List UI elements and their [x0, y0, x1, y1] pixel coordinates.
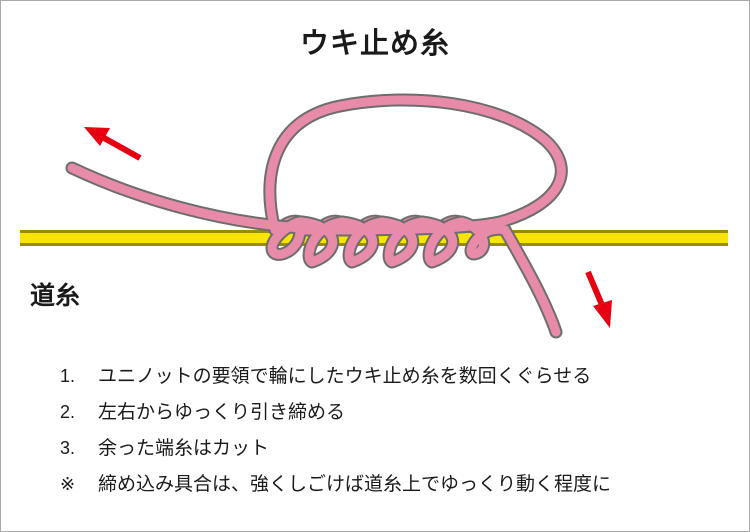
main-line-label: 道糸 [30, 281, 81, 310]
note-mark: ※ [60, 474, 76, 495]
stopper-line [65, 93, 568, 339]
step-1: 1. ユニノットの要領で輪にしたウキ止め糸を数回くぐらせる [60, 358, 611, 394]
step-3: 3. 余った端糸はカット [60, 430, 611, 466]
step-text: 余った端糸はカット [98, 437, 270, 459]
diagram-title: ウキ止め糸 [299, 26, 450, 60]
step-text: 左右からゆっくり引き締める [98, 401, 346, 423]
note-text: 締め込み具合は、強くしごけば道糸上でゆっくり動く程度に [98, 473, 612, 495]
step-text: ユニノットの要領で輪にしたウキ止め糸を数回くぐらせる [98, 365, 592, 387]
step-number: 2. [60, 402, 76, 422]
step-number: 3. [60, 438, 76, 458]
instruction-list: 1. ユニノットの要領で輪にしたウキ止め糸を数回くぐらせる 2. 左右からゆっくり引… [60, 358, 611, 502]
note: ※ 締め込み具合は、強くしごけば道糸上でゆっくり動く程度に [60, 466, 611, 502]
pull-arrow-left [84, 127, 142, 161]
pull-arrow-right [585, 270, 612, 328]
step-number: 1. [60, 366, 76, 386]
step-2: 2. 左右からゆっくり引き締める [60, 394, 611, 430]
